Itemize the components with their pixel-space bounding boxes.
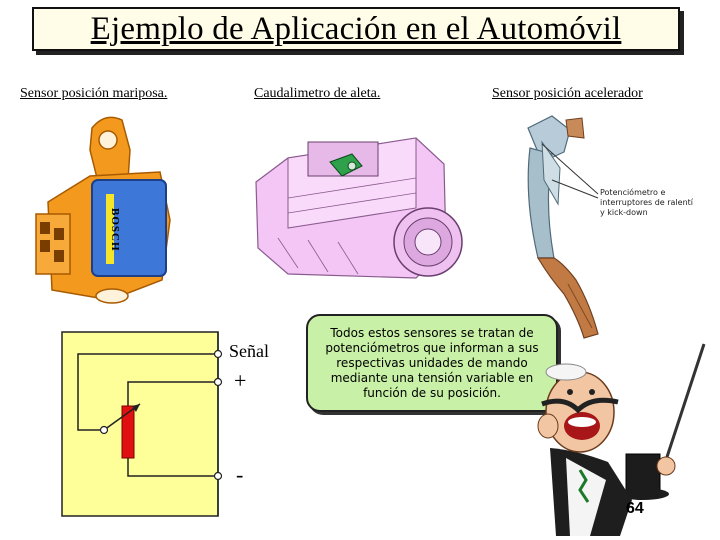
minus-wire [127,458,216,477]
pedal-annotation-leaders [541,143,599,199]
caption-flowmeter: Caudalimetro de aleta. [254,86,381,101]
sensor-brand-label: BOSCH [109,208,121,252]
slide-title: Ejemplo de Aplicación en el Automóvil [90,10,622,47]
signal-wire [77,353,216,431]
circuit-background [61,331,219,517]
pedal-annotation: Potenciómetro e interruptores de ralentí… [600,188,693,218]
cartoon-character-image [537,343,706,536]
pedal-sensor-image [527,115,599,339]
circuit-signal-label: Señal [229,341,269,361]
circuit-minus-label: - [236,462,244,487]
caption-pedal-sensor: Sensor posición acelerador [492,86,643,101]
callout-bubble: Todos estos sensores se tratan de potenc… [306,314,558,412]
circuit-plus-label: + [234,368,247,393]
terminal-signal [213,349,223,359]
potentiometer-circuit [61,331,223,517]
resistor [121,405,135,459]
terminal-plus [213,377,223,387]
plus-wire [127,381,216,406]
pedal-annotation-line3: y kick-down [600,208,648,217]
throttle-sensor-image [35,116,171,304]
page-number: 64 [626,500,644,517]
slide-title-box: Ejemplo de Aplicación en el Automóvil [32,7,680,51]
pedal-annotation-line2: interruptores de ralentí [600,198,694,207]
pedal-annotation-line1: Potenciómetro e [600,188,666,197]
callout-text: Todos estos sensores se tratan de potenc… [325,325,539,400]
flowmeter-image [255,137,463,279]
terminal-minus [213,471,223,481]
caption-throttle-sensor: Sensor posición mariposa. [20,86,168,101]
